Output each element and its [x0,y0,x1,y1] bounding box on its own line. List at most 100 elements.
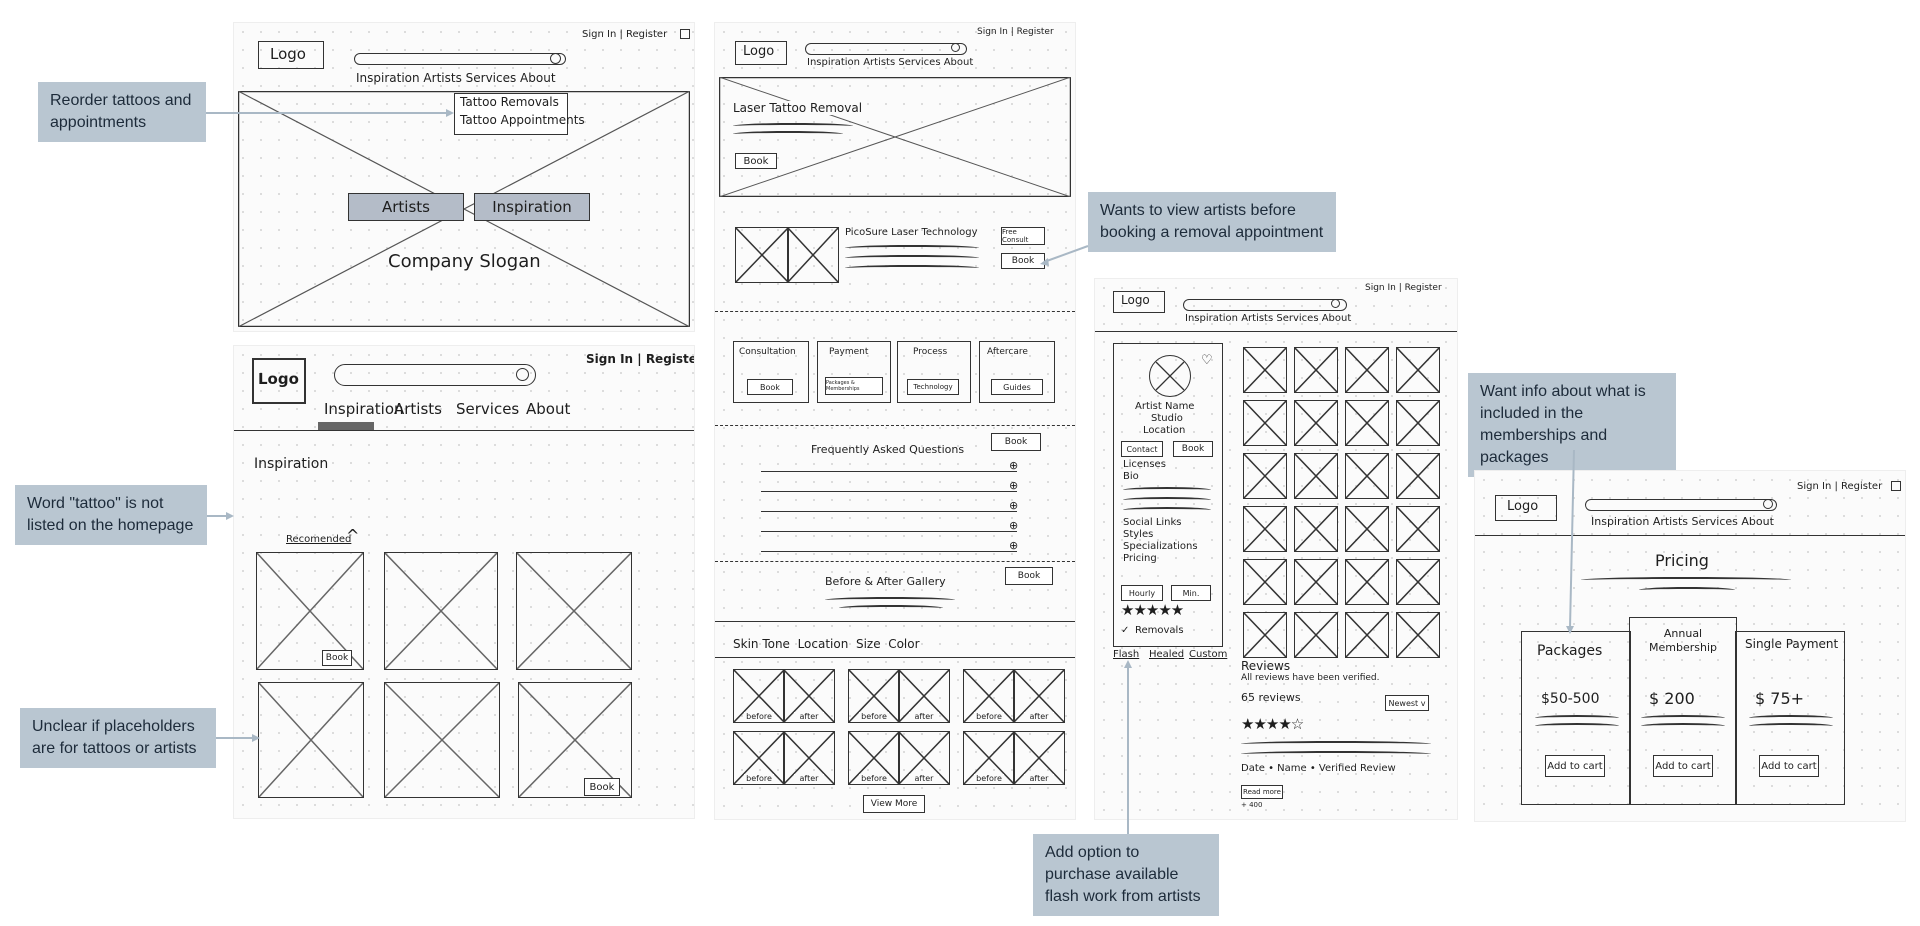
min-button[interactable]: Min. [1171,585,1211,601]
free-consult-button[interactable]: Free Consult [1001,227,1045,245]
nav-services[interactable]: Services [456,400,520,418]
after-image[interactable]: after [898,731,950,785]
portfolio-item[interactable] [1294,347,1338,393]
hero-book-button[interactable]: Book [735,153,777,169]
before-image[interactable]: before [848,669,900,723]
search-bar[interactable] [1585,499,1777,511]
portfolio-item[interactable] [1396,347,1440,393]
portfolio-item[interactable] [1345,347,1389,393]
grid-placeholder[interactable] [384,552,498,670]
portfolio-item[interactable] [1345,612,1389,658]
after-image[interactable]: after [898,669,950,723]
portfolio-item[interactable] [1345,453,1389,499]
sign-in-link[interactable]: Sign In | Register [977,27,1054,37]
faq-row[interactable] [761,471,1017,472]
plus-icon[interactable]: ⊕ [1009,539,1019,552]
plus-icon[interactable]: ⊕ [1009,459,1019,472]
add-to-cart-button[interactable]: Add to cart [1653,755,1713,777]
nav-about[interactable]: About [526,400,571,418]
dropdown-item-appointments[interactable]: Tattoo Appointments [460,113,585,127]
portfolio-item[interactable] [1243,506,1287,552]
portfolio-item[interactable] [1396,559,1440,605]
gallery-filters[interactable]: Skin Tone Location Size Color [733,637,920,651]
heart-icon[interactable]: ♡ [1201,353,1213,368]
after-image[interactable]: after [783,731,835,785]
faq-row[interactable] [761,511,1017,512]
before-image[interactable]: before [963,731,1015,785]
portfolio-item[interactable] [1243,347,1287,393]
faq-row[interactable] [761,491,1017,492]
portfolio-item[interactable] [1243,612,1287,658]
before-image[interactable]: before [848,731,900,785]
inspiration-button[interactable]: Inspiration [474,193,590,221]
portfolio-item[interactable] [1345,559,1389,605]
portfolio-item[interactable] [1396,400,1440,446]
nav-artists[interactable]: Artists [394,400,442,418]
artists-button[interactable]: Artists [348,193,464,221]
grid-placeholder[interactable] [258,682,364,798]
portfolio-item[interactable] [1243,559,1287,605]
grid-placeholder[interactable] [516,552,632,670]
before-image[interactable]: before [733,731,785,785]
portfolio-item[interactable] [1294,453,1338,499]
portfolio-item[interactable] [1294,506,1338,552]
plus-icon[interactable]: ⊕ [1009,499,1019,512]
sign-in-link[interactable]: Sign In | Register [582,29,668,40]
search-bar[interactable] [354,53,566,65]
add-to-cart-button[interactable]: Add to cart [1545,755,1605,777]
card-button[interactable]: Packages & Memberships [825,377,883,395]
portfolio-item[interactable] [1294,559,1338,605]
after-image[interactable]: after [1013,669,1065,723]
gallery-book-button[interactable]: Book [1005,567,1053,585]
contact-button[interactable]: Contact [1121,441,1163,457]
add-to-cart-button[interactable]: Add to cart [1759,755,1819,777]
chevron-up-icon[interactable]: ^ [346,526,360,545]
nav-inspiration[interactable]: Inspiration [324,400,404,418]
card-button[interactable]: Technology [907,379,959,395]
sign-in-link[interactable]: Sign In | Register [1797,481,1883,492]
services-dropdown[interactable] [454,93,568,135]
main-nav[interactable]: Inspiration Artists Services About [1591,515,1774,528]
faq-row[interactable] [761,531,1017,532]
book-button[interactable]: Book [1001,253,1045,269]
faq-row[interactable] [761,551,1017,552]
after-image[interactable]: after [783,669,835,723]
portfolio-item[interactable] [1396,506,1440,552]
search-bar[interactable] [1183,299,1347,311]
recommended-label[interactable]: Recomended [286,534,352,545]
portfolio-item[interactable] [1396,453,1440,499]
grid-placeholder[interactable] [256,552,364,670]
plus-icon[interactable]: ⊕ [1009,479,1019,492]
plus-icon[interactable]: ⊕ [1009,519,1019,532]
before-image[interactable]: before [733,669,785,723]
portfolio-item[interactable] [1294,612,1338,658]
before-image[interactable]: before [963,669,1015,723]
portfolio-item[interactable] [1294,400,1338,446]
sign-in-link[interactable]: Sign In | Register [586,352,695,366]
portfolio-item[interactable] [1345,506,1389,552]
tab-flash[interactable]: Flash [1113,649,1140,660]
faq-book-button[interactable]: Book [991,433,1041,451]
main-nav[interactable]: Inspiration Artists Services About [1185,313,1352,324]
main-nav[interactable]: Inspiration Artists Services About [807,57,974,68]
search-bar[interactable] [805,43,967,55]
hourly-button[interactable]: Hourly [1121,585,1163,601]
book-button[interactable]: Book [584,778,620,796]
tab-healed[interactable]: Healed [1149,649,1185,660]
dropdown-item-removals[interactable]: Tattoo Removals [460,95,559,109]
portfolio-item[interactable] [1396,612,1440,658]
grid-placeholder[interactable] [384,682,500,798]
portfolio-item[interactable] [1243,453,1287,499]
book-button[interactable]: Book [1173,441,1213,457]
card-button[interactable]: Guides [991,379,1043,395]
view-more-button[interactable]: View More [863,795,925,813]
sort-dropdown[interactable]: Newest v [1385,695,1429,711]
search-bar[interactable] [334,364,536,386]
portfolio-item[interactable] [1243,400,1287,446]
read-more-button[interactable]: Read more [1241,785,1283,799]
book-button[interactable]: Book [322,650,352,666]
social-links-label[interactable]: Social Links [1123,517,1182,528]
tab-custom[interactable]: Custom [1189,649,1228,660]
after-image[interactable]: after [1013,731,1065,785]
card-button[interactable]: Book [747,379,793,395]
